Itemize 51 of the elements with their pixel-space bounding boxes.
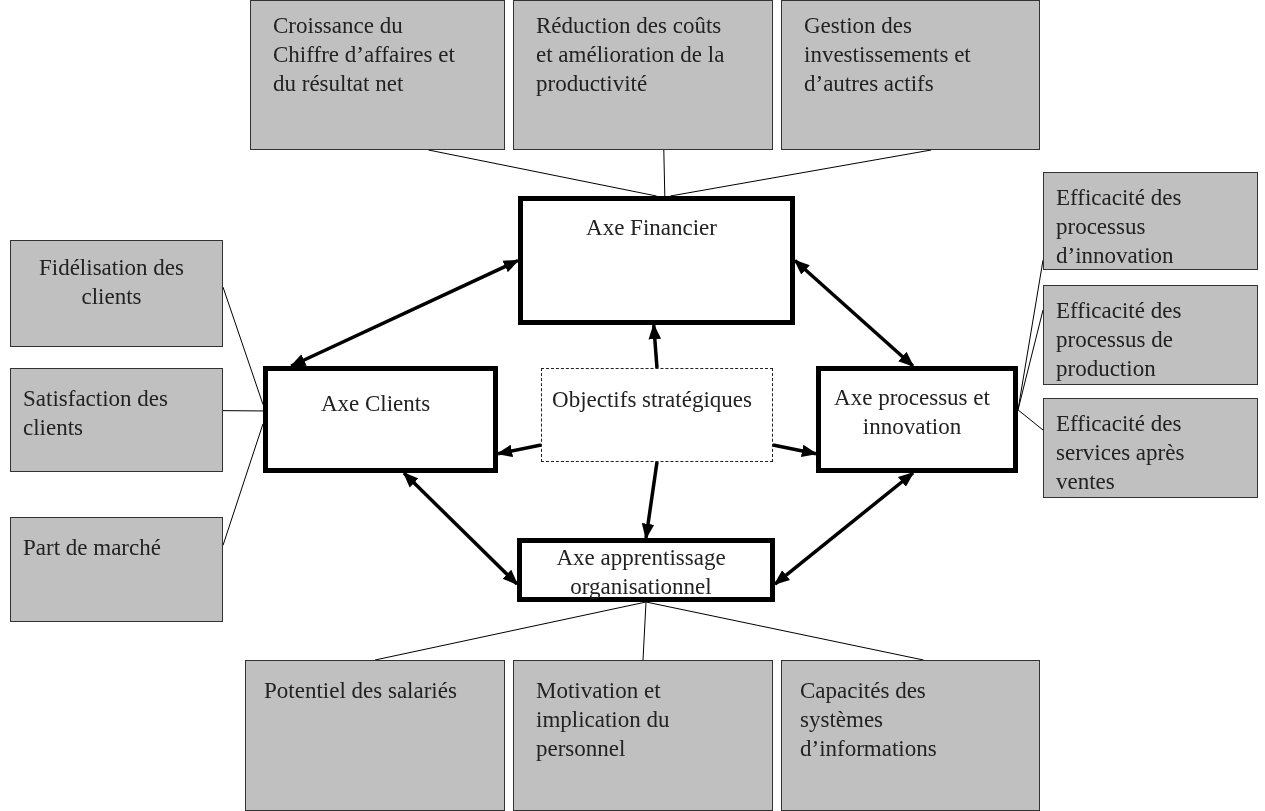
arrow — [641, 461, 659, 540]
measure-box — [513, 660, 773, 811]
box-label: Fidélisation des clients — [38, 254, 185, 311]
arrow — [648, 323, 662, 369]
measure-box — [245, 660, 505, 811]
arrow — [772, 443, 818, 458]
connector-line — [663, 149, 666, 197]
measure-box — [10, 240, 223, 347]
box-label: Axe Clients — [319, 390, 432, 418]
connector-line — [1017, 409, 1044, 431]
box-label: Croissance du Chiffre d’affaires et du résultat net — [273, 12, 456, 98]
perspective-box — [263, 366, 498, 473]
box-label: Efficacité des processus de production — [1056, 297, 1183, 383]
box-label: Part de marché — [23, 534, 162, 562]
measure-box — [10, 368, 223, 472]
measure-box — [513, 0, 773, 150]
measure-box — [1043, 398, 1258, 498]
box-label: Efficacité des services après ventes — [1056, 410, 1186, 496]
objectives-box — [541, 368, 773, 462]
perspective-box — [816, 366, 1018, 473]
connector-line — [222, 410, 264, 412]
measure-box — [1043, 285, 1258, 385]
perspective-box — [517, 538, 775, 602]
box-label: Efficacité des processus d’innovation — [1056, 184, 1183, 270]
connector-line — [428, 149, 657, 197]
arrow — [289, 258, 520, 368]
box-label: Objectifs stratégiques — [551, 386, 753, 414]
arrow — [402, 471, 519, 586]
perspective-box — [518, 196, 795, 325]
measure-box — [250, 0, 505, 150]
box-label: Motivation et implication du personnel — [536, 677, 671, 763]
box-label: Gestion des investissements et d’autres actifs — [804, 12, 972, 98]
box-label: Axe processus et innovation — [833, 384, 991, 441]
connector-line — [222, 423, 264, 546]
box-label: Satisfaction des clients — [23, 385, 169, 442]
arrow — [793, 259, 915, 368]
arrow — [496, 443, 542, 458]
measure-box — [1043, 172, 1258, 270]
box-label: Axe apprentissage organisationnel — [555, 544, 727, 601]
measure-box — [10, 517, 223, 622]
measure-box — [781, 0, 1040, 150]
box-label: Potentiel des salariés — [264, 677, 458, 705]
measure-box — [781, 660, 1040, 811]
connector-line — [374, 601, 647, 661]
connector-line — [222, 286, 264, 405]
box-label: Capacités des systèmes d’informations — [800, 677, 938, 763]
box-label: Axe Financier — [585, 214, 718, 242]
connector-line — [642, 601, 647, 661]
arrow — [773, 471, 915, 586]
connector-line — [1017, 309, 1044, 411]
box-label: Réduction des coûts et amélioration de la productivité — [536, 12, 726, 98]
